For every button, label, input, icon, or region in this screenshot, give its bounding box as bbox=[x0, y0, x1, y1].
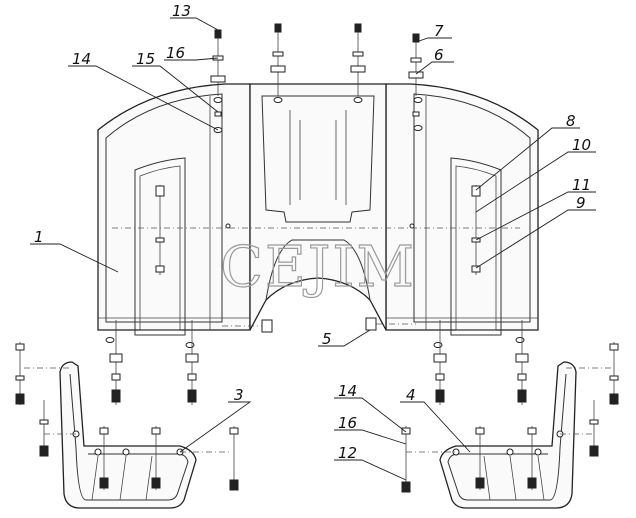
right-footrest bbox=[401, 342, 619, 509]
callout-3: 3 bbox=[234, 386, 244, 404]
right-window-recess bbox=[450, 157, 502, 336]
callout-labels: 13 16 14 15 7 6 8 10 11 9 1 5 3 4 14 16 … bbox=[34, 2, 591, 462]
callout-8: 8 bbox=[566, 112, 576, 130]
callout-16-lower: 16 bbox=[338, 414, 357, 432]
callout-14: 14 bbox=[72, 50, 91, 68]
callout-14-lower: 14 bbox=[338, 382, 357, 400]
callout-16: 16 bbox=[166, 44, 185, 62]
callout-10: 10 bbox=[572, 136, 591, 154]
callout-12: 12 bbox=[338, 444, 357, 462]
center-tunnel bbox=[249, 83, 387, 331]
left-footrest bbox=[15, 342, 239, 509]
callout-13: 13 bbox=[172, 2, 191, 20]
callout-5: 5 bbox=[322, 330, 332, 348]
leader-lines bbox=[30, 17, 596, 481]
fender-bottom-fasteners bbox=[109, 317, 529, 405]
left-window-recess bbox=[134, 157, 186, 336]
callout-6: 6 bbox=[434, 46, 444, 64]
callout-1: 1 bbox=[34, 228, 44, 246]
callout-4: 4 bbox=[406, 386, 416, 404]
callout-15: 15 bbox=[136, 50, 155, 68]
callout-7: 7 bbox=[434, 22, 444, 40]
watermark: CEJIM bbox=[220, 235, 416, 300]
clip-right bbox=[365, 317, 377, 331]
callout-9: 9 bbox=[576, 194, 586, 212]
fender-assembly bbox=[97, 83, 539, 348]
top-fasteners bbox=[210, 23, 424, 117]
clip-left bbox=[261, 319, 273, 333]
callout-11: 11 bbox=[572, 176, 591, 194]
